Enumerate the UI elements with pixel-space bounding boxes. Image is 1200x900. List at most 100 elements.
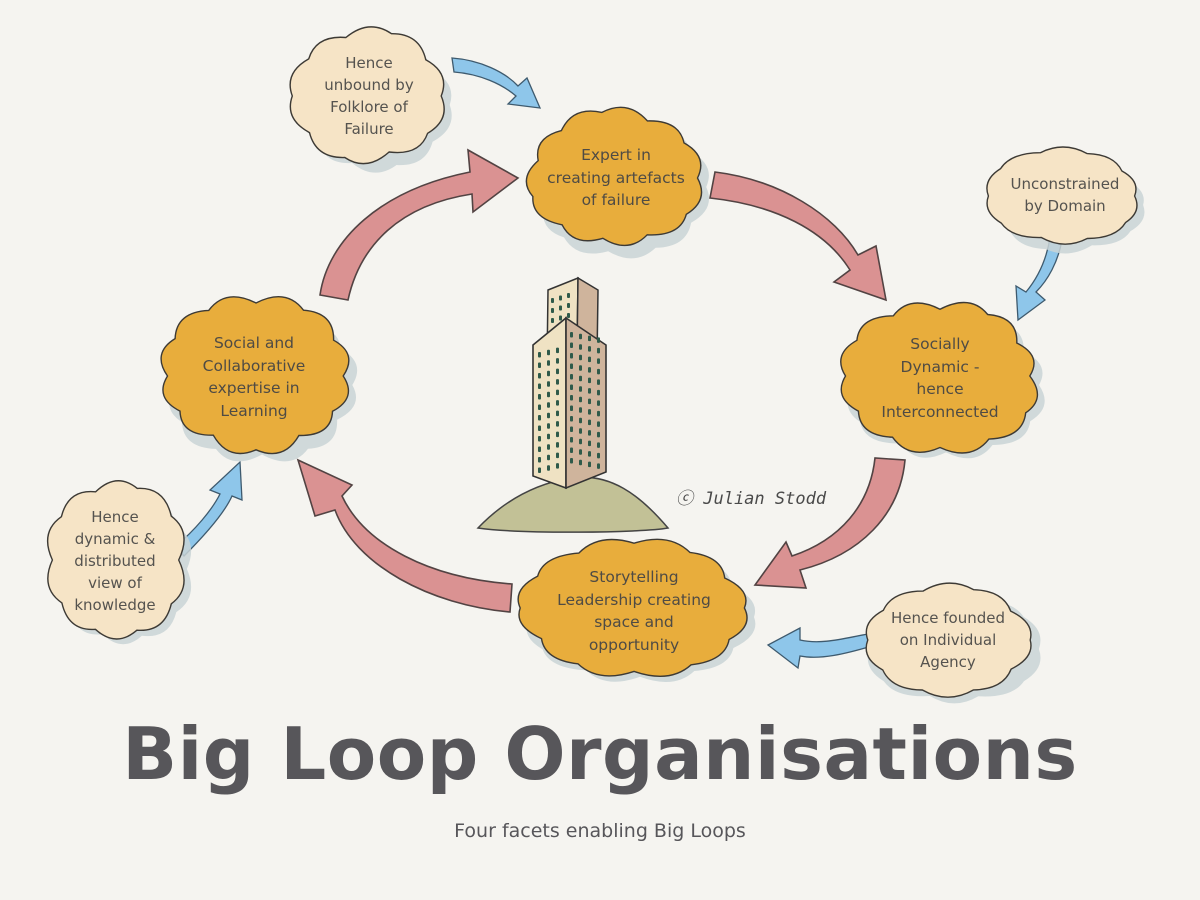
tower-window xyxy=(570,374,573,380)
diagram-subtitle: Four facets enabling Big Loops xyxy=(454,820,746,842)
tower-window xyxy=(547,433,550,440)
facet-social-collaborative-text: Social and Collaborative expertise in Le… xyxy=(202,334,306,420)
tower-window xyxy=(570,342,573,348)
tower-window xyxy=(588,388,591,394)
tower-window xyxy=(538,415,541,421)
tower-window xyxy=(588,451,591,457)
tower-window xyxy=(588,377,591,384)
loop-arrow-top-left xyxy=(319,148,520,301)
tower-window xyxy=(597,358,600,364)
tower-window xyxy=(597,410,600,417)
tower-window xyxy=(556,358,559,364)
tower-window xyxy=(551,298,554,303)
tower-window xyxy=(579,333,582,340)
tower-window xyxy=(579,438,582,445)
tower-window xyxy=(579,375,582,382)
tower-window xyxy=(538,383,541,389)
consequence-cloud-agency xyxy=(865,582,1041,704)
consequence-knowledge-text: Hence dynamic & distributed view of know… xyxy=(74,508,156,614)
tower-window xyxy=(579,354,582,361)
tower-window xyxy=(597,337,600,343)
tower-on-hill-icon xyxy=(476,276,670,533)
tower-window xyxy=(597,442,600,448)
tower-window xyxy=(570,437,573,443)
tower-window xyxy=(597,379,600,385)
consequence-folklore-text: Hence unbound by Folklore of Failure xyxy=(324,54,414,138)
tower-window xyxy=(597,389,600,396)
tower-window xyxy=(570,384,573,390)
tower-window xyxy=(579,449,582,455)
loop-arrows xyxy=(296,148,906,613)
tower-window xyxy=(538,436,541,442)
tower-window xyxy=(559,295,562,301)
tower-window xyxy=(597,400,600,406)
tower-window xyxy=(570,416,573,422)
tower-window xyxy=(570,363,573,369)
tower-window xyxy=(556,368,559,375)
facet-cloud-socially-dynamic-outline xyxy=(840,301,1039,454)
tower-window xyxy=(579,386,582,392)
tower-window xyxy=(567,293,570,298)
tower-window xyxy=(556,410,559,417)
tower-window xyxy=(588,461,591,468)
consequence-clouds xyxy=(46,26,1145,704)
tower-window xyxy=(547,402,550,408)
tower-window xyxy=(588,346,591,352)
tower-window xyxy=(579,428,582,434)
consequence-agency-text: Hence founded on Individual Agency xyxy=(890,609,1005,671)
consequence-cloud-folklore xyxy=(289,26,452,173)
feeder-arrow-left xyxy=(175,460,243,557)
facet-cloud-expert-artefacts-outline xyxy=(525,106,703,247)
facet-socially-dynamic-text: Socially Dynamic - hence Interconnected xyxy=(881,335,999,421)
tower-window xyxy=(597,431,600,438)
feeder-arrow-bottom-right xyxy=(766,626,873,670)
tower-window xyxy=(547,423,550,429)
tower-window xyxy=(547,465,550,471)
tower-window xyxy=(567,313,570,318)
feeder-arrows xyxy=(175,57,1063,670)
tower-window xyxy=(570,447,573,453)
facet-cloud-expert-artefacts xyxy=(525,106,710,259)
tower-window xyxy=(556,379,559,385)
facet-cloud-socially-dynamic xyxy=(840,301,1045,459)
tower-window xyxy=(579,365,582,371)
facet-cloud-storytelling-leadership-outline xyxy=(517,538,748,677)
tower-window xyxy=(538,425,541,431)
tower-window xyxy=(570,426,573,432)
tower-window xyxy=(559,315,562,321)
tower-window xyxy=(579,344,582,350)
tower-windows xyxy=(538,293,600,473)
tower-window xyxy=(551,318,554,323)
tower-window xyxy=(597,452,600,459)
tower-window xyxy=(538,446,541,452)
tower-window xyxy=(556,442,559,448)
tower-window xyxy=(538,467,541,473)
tower-window xyxy=(588,356,591,363)
tower-window xyxy=(547,381,550,387)
tower-window xyxy=(570,395,573,401)
tower-window xyxy=(597,421,600,427)
facet-cloud-storytelling-leadership xyxy=(517,538,756,683)
feeder-arrow-right xyxy=(1015,237,1063,322)
consequence-cloud-domain xyxy=(986,146,1145,254)
tower-window xyxy=(556,452,559,459)
tower-window xyxy=(567,303,570,308)
consequence-cloud-knowledge xyxy=(46,480,192,645)
tower-window xyxy=(538,352,541,358)
tower-window xyxy=(547,391,550,398)
facet-cloud-social-collaborative xyxy=(160,296,358,462)
tower-window xyxy=(547,412,550,419)
tower-window xyxy=(579,459,582,466)
consequence-cloud-knowledge-outline xyxy=(46,480,185,640)
tower-window xyxy=(597,463,600,469)
tower-window xyxy=(556,389,559,396)
tower-window xyxy=(556,400,559,406)
tower-window xyxy=(579,396,582,403)
facet-storytelling-leadership-text: Storytelling Leadership creating space a… xyxy=(557,568,711,654)
tower-window xyxy=(556,347,559,354)
tower-window xyxy=(547,454,550,461)
consequence-domain-text: Unconstrained by Domain xyxy=(1010,175,1120,215)
tower-window xyxy=(547,360,550,366)
loop-arrow-bottom-right xyxy=(753,457,906,589)
